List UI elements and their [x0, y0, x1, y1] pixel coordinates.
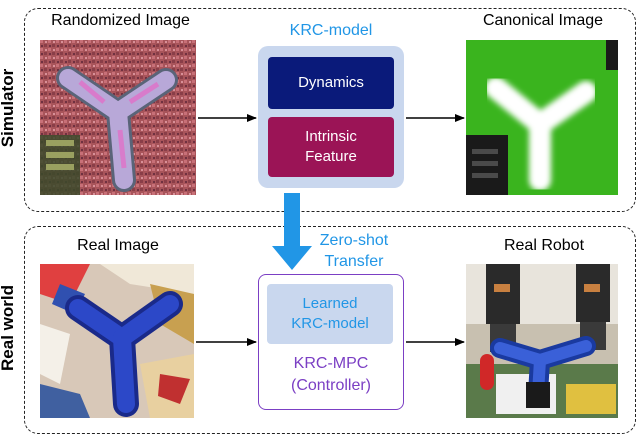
- randomized-image: [40, 40, 196, 195]
- canonical-image-caption: Canonical Image: [482, 12, 604, 29]
- krc-model-title: KRC-model: [289, 22, 373, 39]
- real-image-caption: Real Image: [77, 237, 159, 254]
- zero-shot-label-line2: Transfer: [324, 253, 384, 270]
- intrinsic-feature-line1: Intrinsic: [305, 127, 357, 145]
- simulator-panel: [24, 8, 636, 212]
- zero-shot-label-line1: Zero-shot: [319, 232, 389, 249]
- dynamics-box: Dynamics: [268, 57, 394, 109]
- learned-krc-model-box: Learned KRC-model: [267, 284, 393, 344]
- dynamics-label: Dynamics: [298, 73, 364, 91]
- controller-label: (Controller): [290, 377, 371, 394]
- real-robot-caption: Real Robot: [503, 237, 585, 254]
- learned-line1: Learned: [302, 294, 358, 312]
- real-robot-image: [466, 264, 618, 418]
- zero-shot-transfer-arrow: [272, 193, 312, 270]
- real-image: [40, 264, 194, 418]
- krc-mpc-label: KRC-MPC: [293, 355, 369, 372]
- intrinsic-feature-box: Intrinsic Feature: [268, 117, 394, 177]
- learned-line2: KRC-model: [291, 315, 369, 332]
- canonical-image: [466, 40, 618, 195]
- krc-mpc-container: [258, 274, 404, 410]
- intrinsic-feature-line2: Feature: [305, 148, 357, 165]
- randomized-image-caption: Randomized Image: [51, 12, 190, 29]
- real-world-panel: [24, 226, 636, 434]
